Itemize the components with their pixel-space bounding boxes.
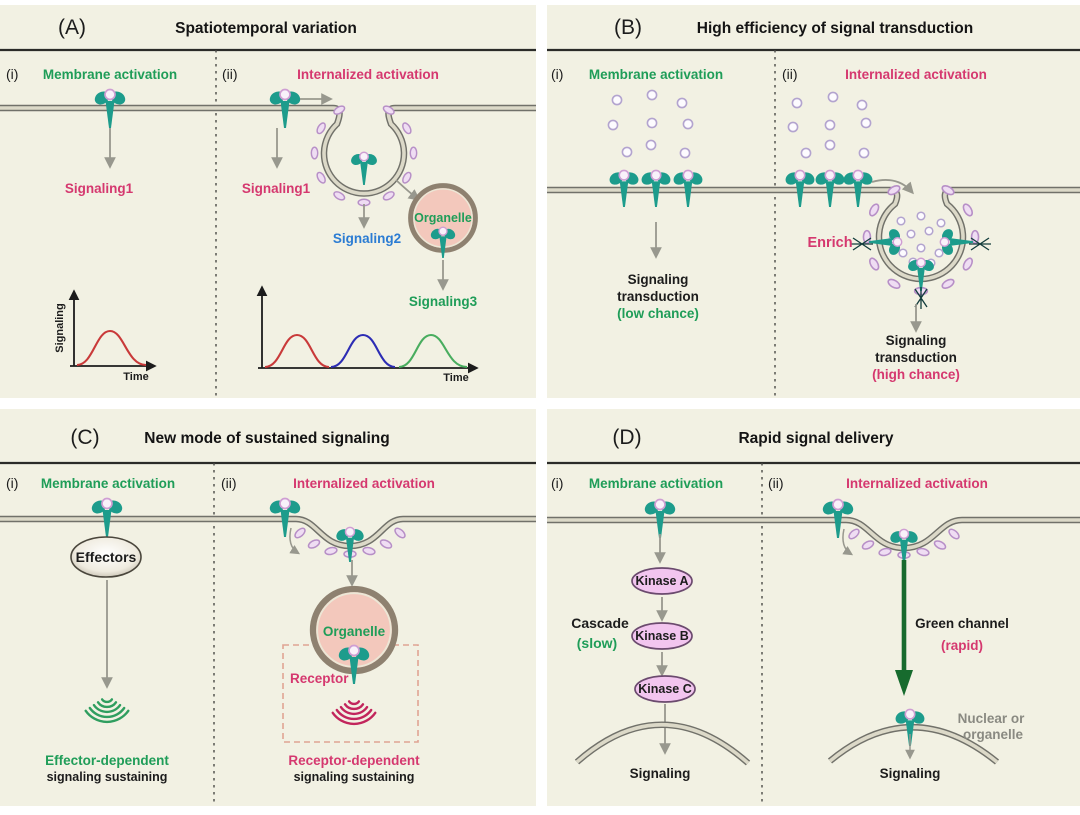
signaling2-label: Signaling2 — [333, 231, 401, 246]
panel-c-title: New mode of sustained signaling — [144, 430, 389, 447]
panel-b-ii-label: Internalized activation — [845, 67, 987, 82]
slow-label: (slow) — [577, 635, 617, 651]
rapid-label: (rapid) — [941, 638, 983, 653]
signaling1-curve — [264, 333, 330, 369]
receptor-label: Receptor — [290, 671, 349, 686]
nuclear-or-organelle-note-line1: Nuclear or — [958, 711, 1026, 726]
signaling3-curve — [398, 333, 468, 369]
signaling1-label: Signaling1 — [65, 181, 134, 196]
kinase-c-ellipse — [634, 675, 696, 703]
signaling-transduction-line1: Signaling — [886, 333, 947, 348]
high-chance-label: (high chance) — [872, 367, 960, 382]
panel-d: (D) Rapid signal delivery (i) Membrane a… — [547, 409, 1080, 806]
inset-xlabel: Time — [123, 371, 148, 383]
signaling-label: Signaling — [880, 766, 941, 781]
organelle-label: Organelle — [414, 211, 472, 225]
kinase-a-label: Kinase A — [635, 574, 688, 588]
panel-c-background — [0, 409, 536, 806]
signaling-label: Signaling — [630, 766, 691, 781]
panel-a-title: Spatiotemporal variation — [175, 20, 357, 37]
signaling-transduction-line2: transduction — [617, 289, 699, 304]
signaling-transduction-line2: transduction — [875, 350, 957, 365]
panel-c-letter: (C) — [70, 426, 99, 449]
panel-a-ii-numeral: (ii) — [222, 66, 238, 82]
signaling-sustaining-label: signaling sustaining — [47, 770, 168, 784]
panel-b-i-label: Membrane activation — [589, 67, 723, 82]
signaling1-label: Signaling1 — [242, 181, 311, 196]
receptor-dependent-dashed-box — [282, 644, 419, 743]
panel-d-i-numeral: (i) — [551, 475, 563, 491]
panel-c-i-label: Membrane activation — [41, 476, 175, 491]
enrich-label: Enrich — [807, 235, 852, 251]
panel-d-ii-label: Internalized activation — [846, 476, 988, 491]
panel-b-letter: (B) — [614, 16, 642, 39]
panel-c-i-numeral: (i) — [6, 475, 18, 491]
nuclear-or-organelle-note-line2: organelle — [963, 727, 1024, 742]
effector-dependent-label: Effector-dependent — [45, 753, 169, 768]
panel-d-background — [547, 409, 1080, 806]
internalization-arrow — [289, 527, 301, 555]
kinase-a-ellipse — [631, 567, 693, 595]
panel-b-background — [547, 5, 1080, 398]
panel-a-i-label: Membrane activation — [43, 67, 177, 82]
receptor-dependent-label: Receptor-dependent — [288, 753, 420, 768]
internalization-arrow — [842, 528, 854, 556]
effectors-label: Effectors — [76, 549, 137, 565]
panel-d-letter: (D) — [612, 426, 641, 449]
panel-d-i-label: Membrane activation — [589, 476, 723, 491]
internalization-arrow — [871, 179, 914, 195]
panel-c: (C) New mode of sustained signaling (i) … — [0, 409, 536, 806]
inset-chart-internalized: Time — [256, 285, 479, 384]
panel-c-ii-label: Internalized activation — [293, 476, 435, 491]
panel-a-letter: (A) — [58, 16, 86, 39]
inset-chart-membrane: Signaling Time — [54, 289, 157, 383]
kinase-b-ellipse — [631, 622, 693, 650]
signaling3-label: Signaling3 — [409, 294, 478, 309]
low-chance-label: (low chance) — [617, 306, 699, 321]
kinase-b-label: Kinase B — [635, 629, 689, 643]
inset-xlabel: Time — [443, 372, 468, 384]
effectors-ellipse — [70, 536, 142, 578]
signaling1-curve — [76, 329, 147, 367]
panel-b-ii-numeral: (ii) — [782, 66, 798, 82]
inset-ylabel: Signaling — [54, 303, 66, 353]
panel-a-ii-label: Internalized activation — [297, 67, 439, 82]
panel-b-title: High efficiency of signal transduction — [697, 20, 973, 37]
panel-d-ii-numeral: (ii) — [768, 475, 784, 491]
kinase-c-label: Kinase C — [638, 682, 692, 696]
signaling2-curve — [330, 333, 396, 369]
green-channel-arrow — [895, 560, 913, 696]
signaling-sustaining-label: signaling sustaining — [294, 770, 415, 784]
panel-a: (A) Spatiotemporal variation (i) Membran… — [0, 5, 536, 398]
organelle-label: Organelle — [323, 624, 386, 639]
panel-d-title: Rapid signal delivery — [738, 430, 893, 447]
green-channel-label: Green channel — [915, 616, 1009, 631]
panel-c-ii-numeral: (ii) — [221, 475, 237, 491]
panel-a-i-numeral: (i) — [6, 66, 18, 82]
panel-b: (B) High efficiency of signal transducti… — [547, 5, 1080, 398]
kinase-cascade: Kinase A Kinase B Kinase C — [631, 567, 696, 703]
signaling-transduction-line1: Signaling — [628, 272, 689, 287]
panel-b-i-numeral: (i) — [551, 66, 563, 82]
cascade-label: Cascade — [571, 615, 629, 631]
